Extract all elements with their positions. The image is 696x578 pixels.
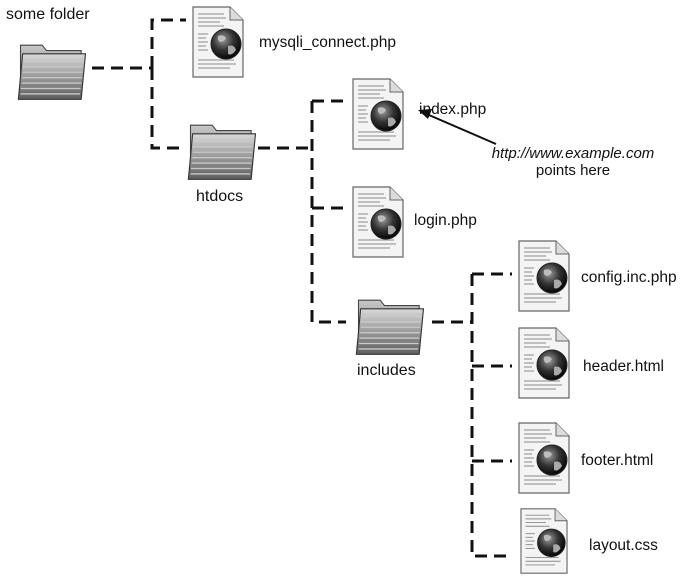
htdocs-folder-icon: [187, 124, 257, 180]
connector-to-htdocs: [150, 68, 186, 150]
root-folder-icon: [17, 44, 87, 100]
includes-folder-label: includes: [357, 362, 416, 379]
file-label-mysqli: mysqli_connect.php: [259, 34, 396, 51]
file-label-header: header.html: [583, 358, 664, 375]
login-file-icon: [352, 186, 404, 258]
layout-file-icon: [520, 508, 568, 574]
root-folder-label: some folder: [6, 6, 90, 23]
annotation-note: http://www.example.com points here: [458, 145, 688, 179]
config-file-icon: [518, 240, 570, 312]
connector-to-mysqli: [150, 18, 186, 68]
annotation-text: points here: [535, 162, 611, 179]
file-label-footer: footer.html: [581, 452, 654, 469]
annotation-arrow: [418, 109, 497, 145]
connector-lines: [92, 18, 512, 558]
annotation-url: http://www.example.com: [491, 145, 655, 162]
includes-folder-icon: [355, 299, 425, 355]
index-file-icon: [352, 78, 404, 150]
header-file-icon: [518, 327, 570, 399]
file-label-config: config.inc.php: [581, 269, 677, 286]
connector-htdocs-trunk: [310, 101, 346, 324]
file-label-layout: layout.css: [589, 537, 658, 554]
file-label-login: login.php: [414, 212, 477, 229]
footer-file-icon: [518, 422, 570, 494]
connector-includes-trunk: [470, 274, 512, 558]
file-label-index: index.php: [419, 101, 487, 118]
htdocs-folder-label: htdocs: [196, 188, 244, 205]
mysqli-file-icon: [192, 6, 244, 78]
